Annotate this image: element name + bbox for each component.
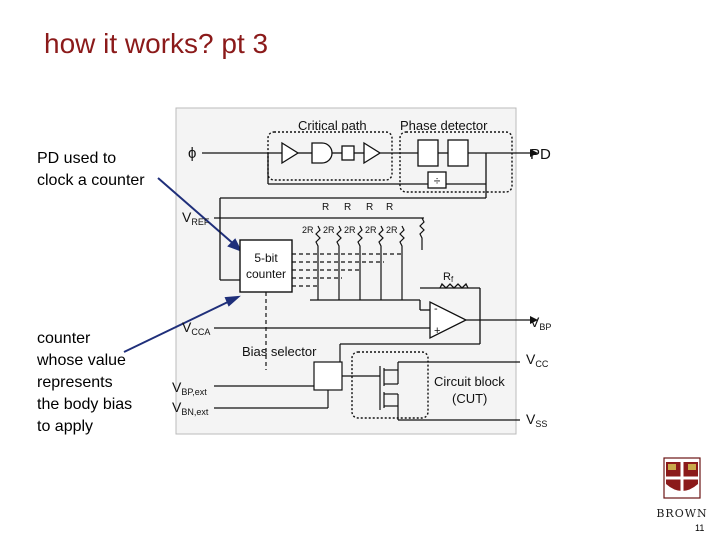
buffer-gate-1 xyxy=(281,141,300,165)
two-r-labels: 2R 2R 2R 2R 2R xyxy=(302,225,398,235)
cut-transistors xyxy=(379,361,520,421)
op-amp-plus: + xyxy=(434,325,440,337)
critical-path-label: Critical path xyxy=(298,118,367,133)
vbp-ext-label: VBP,ext xyxy=(172,379,207,397)
svg-text:R: R xyxy=(322,202,329,213)
svg-text:R: R xyxy=(344,202,351,213)
vbp-label: VBP xyxy=(530,314,551,332)
divider-box xyxy=(427,171,447,189)
pd-annotation: PD used to clock a counter xyxy=(37,150,145,189)
bias-selector-switch xyxy=(313,361,343,391)
slide-number: 11 xyxy=(695,523,705,533)
cut-box xyxy=(351,351,429,419)
circuit-block-label-line2: (CUT) xyxy=(452,391,487,406)
counter-annotation: counter whose value represents the body … xyxy=(37,330,133,435)
counter-label-line1: 5-bit xyxy=(254,251,278,265)
svg-text:2R: 2R xyxy=(365,225,377,235)
flip-flop-1 xyxy=(417,139,439,167)
phase-detector-box xyxy=(399,131,513,193)
svg-text:2R: 2R xyxy=(386,225,398,235)
svg-text:R: R xyxy=(366,202,373,213)
delay-cell xyxy=(341,145,355,161)
arrowhead-pd xyxy=(227,238,243,252)
counter-box xyxy=(239,239,293,293)
vss-label: VSS xyxy=(526,411,547,429)
pd-output-label: PD xyxy=(530,146,551,163)
vcca-label: VCCA xyxy=(182,319,210,337)
svg-text:2R: 2R xyxy=(323,225,335,235)
buffer-gate-2 xyxy=(363,141,382,165)
svg-text:R: R xyxy=(386,202,393,213)
counter-control-lines xyxy=(265,253,404,370)
op-amp-wires xyxy=(214,282,530,345)
vcc-label: VCC xyxy=(526,351,549,369)
bias-selector-wires xyxy=(214,344,380,409)
svg-text:2R: 2R xyxy=(302,225,314,235)
pd-arrow xyxy=(530,149,538,157)
arrow-pd-note xyxy=(157,177,237,247)
op-amp-minus: - xyxy=(434,303,438,315)
nand-gate xyxy=(311,142,333,164)
r-ladder-labels: R R R R xyxy=(322,202,393,213)
arrowhead-counter xyxy=(224,295,241,307)
brown-logo-text: BROWN xyxy=(656,507,707,520)
brown-logo: BROWN xyxy=(656,457,707,520)
vbn-ext-label: VBN,ext xyxy=(172,399,209,417)
resistor-ladder xyxy=(310,217,425,301)
counter-label-line2: counter xyxy=(246,267,286,281)
divider-label: ÷ xyxy=(434,174,441,188)
pd-feedback-wire xyxy=(219,153,487,281)
slide-title: how it works? pt 3 xyxy=(44,28,269,59)
op-amp xyxy=(429,300,468,340)
rf-label: Rf xyxy=(443,271,454,284)
annotation-arrows xyxy=(123,177,243,353)
flip-flop-2 xyxy=(447,139,469,167)
phase-detector-label: Phase detector xyxy=(400,118,488,133)
svg-text:2R: 2R xyxy=(344,225,356,235)
critical-path-gates xyxy=(202,141,486,185)
circuit-block-label-line1: Circuit block xyxy=(434,374,505,389)
vref-label: VREF xyxy=(182,209,210,227)
bias-selector-label: Bias selector xyxy=(242,344,317,359)
vbp-arrow xyxy=(530,316,538,324)
phi-label: ϕ xyxy=(188,145,196,162)
arrow-counter-note xyxy=(123,299,233,353)
flip-flops xyxy=(417,139,530,189)
